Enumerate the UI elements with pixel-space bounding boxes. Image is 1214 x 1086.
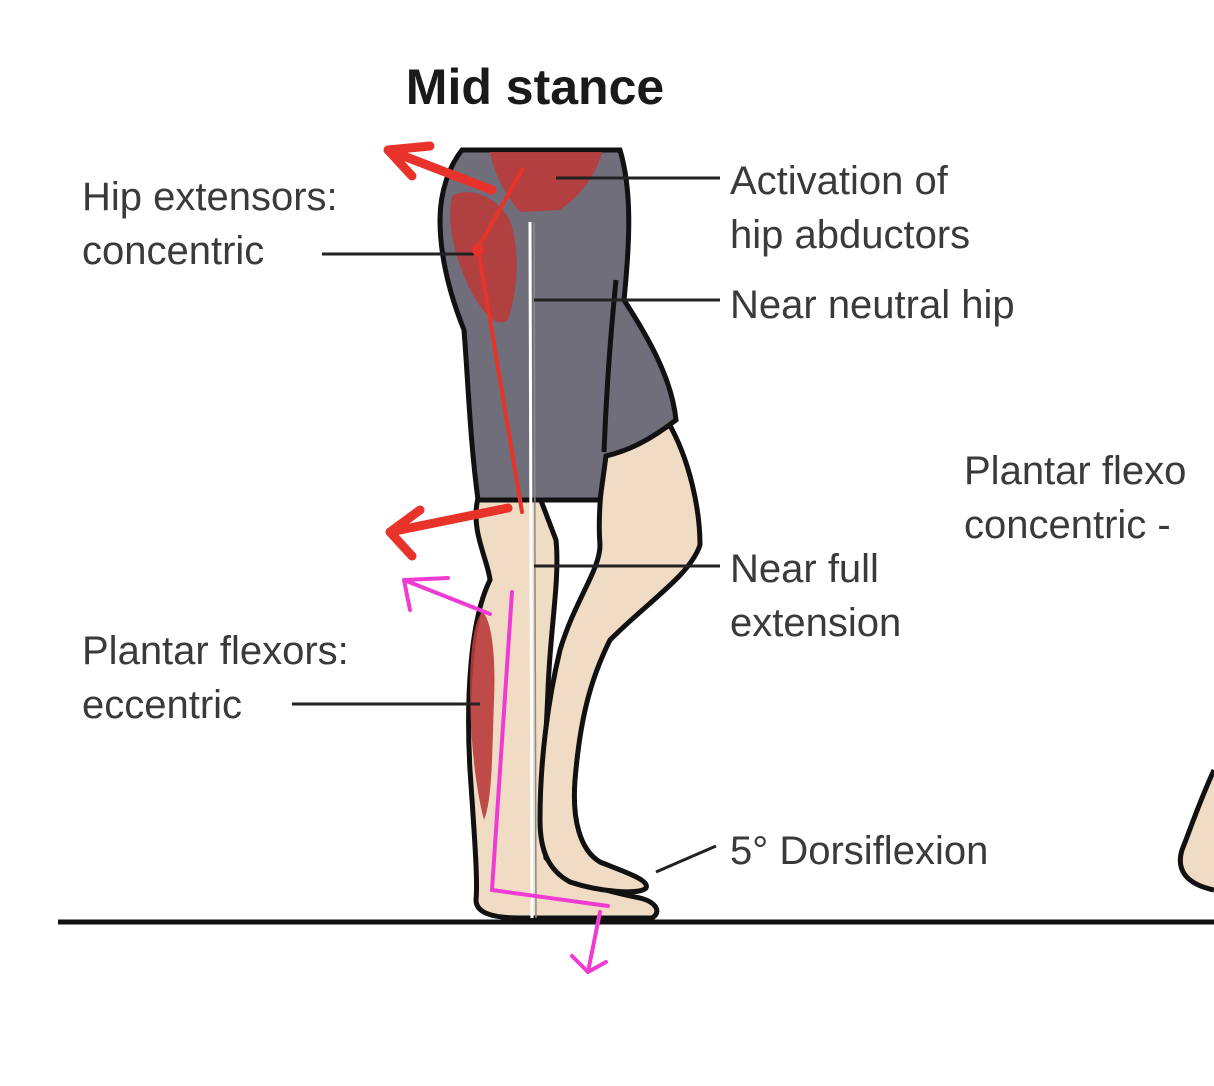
label-hip-abductors-line1: Activation of — [730, 159, 948, 203]
magenta-upper-arrow — [402, 576, 492, 616]
magenta-shank-line — [490, 590, 610, 908]
label-plantar-flexors-line2: eccentric — [82, 683, 243, 727]
label-knee-line2: extension — [730, 601, 902, 645]
leader-dorsiflexion — [655, 844, 717, 874]
alignment-line-shadow — [533, 221, 537, 919]
red-hip-arrow — [383, 141, 497, 195]
alignment-line — [528, 221, 534, 919]
red-hip-dot — [472, 244, 484, 256]
swing-leg-lower — [537, 418, 703, 895]
label-hip-extensors-line2: concentric — [82, 229, 265, 273]
label-hip-abductors-line2: hip abductors — [730, 213, 971, 257]
label-neutral-hip: Near neutral hip — [730, 283, 1015, 327]
magenta-lower-arrow — [570, 910, 608, 974]
label-plantar-concentric-line2: concentric - — [964, 503, 1171, 547]
hip-extensor-muscle — [450, 192, 517, 323]
hip-abductor-muscle — [490, 152, 602, 212]
next-figure-foot — [1177, 768, 1214, 893]
label-plantar-concentric-line1: Plantar flexo — [964, 449, 1187, 493]
diagram-title: Mid stance — [405, 59, 665, 115]
label-plantar-flexors-line1: Plantar flexors: — [82, 629, 349, 673]
label-knee-line1: Near full — [730, 547, 879, 591]
label-hip-extensors-line1: Hip extensors: — [82, 175, 338, 219]
calf-muscle — [470, 612, 495, 820]
red-knee-arrow — [385, 503, 513, 561]
label-dorsiflexion: 5° Dorsiflexion — [730, 829, 989, 873]
